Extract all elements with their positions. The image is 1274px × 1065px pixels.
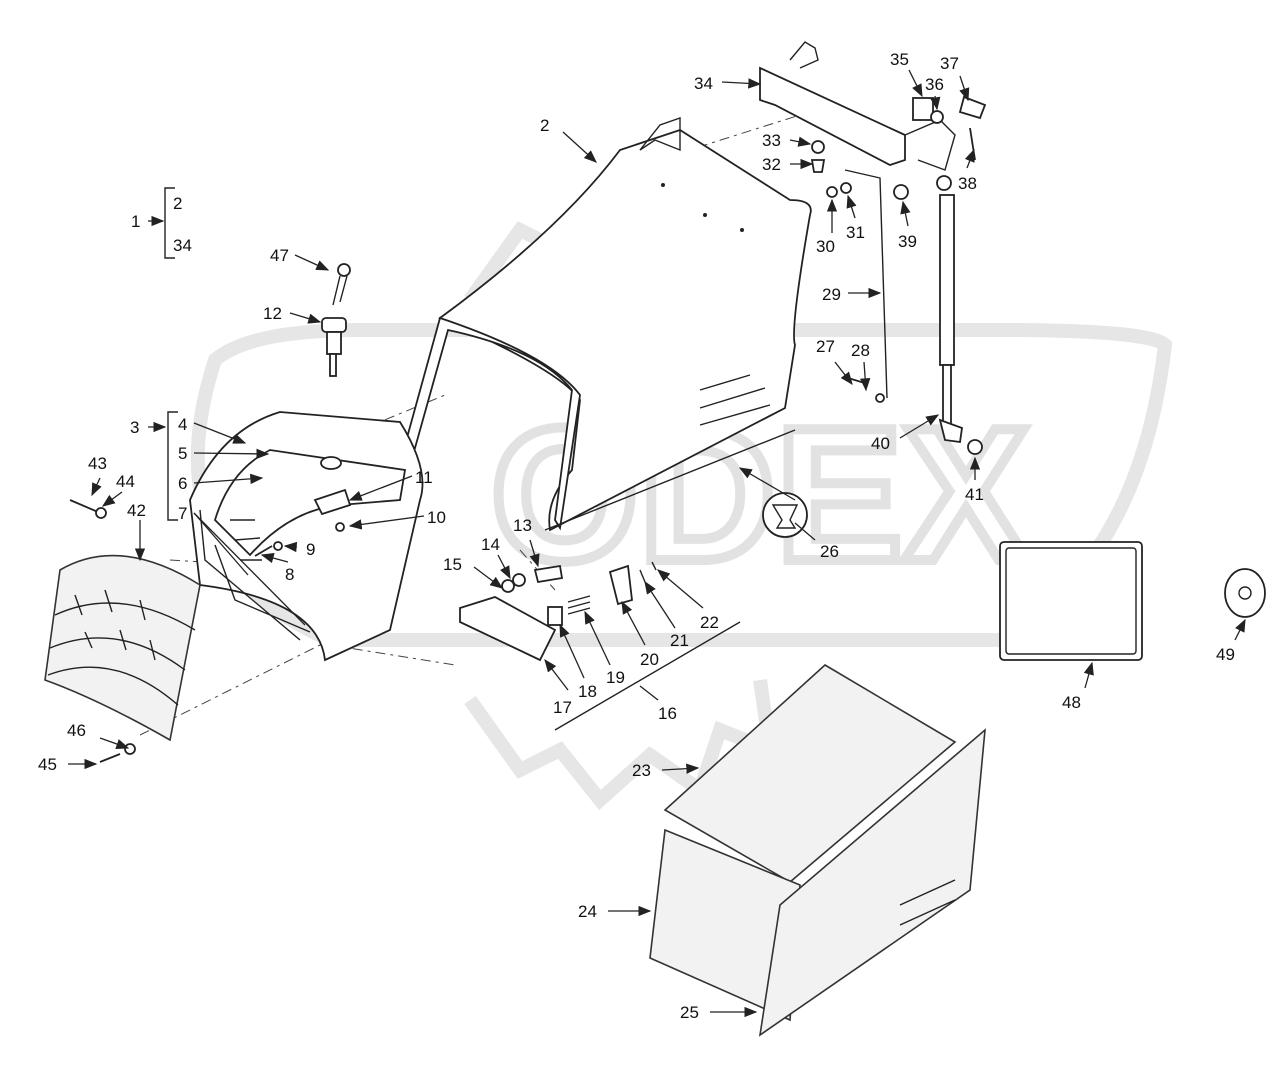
callout-42: 42 <box>127 501 146 520</box>
part-9-washer <box>273 541 283 551</box>
callout-11: 11 <box>415 468 433 487</box>
callout-3: 3 <box>130 418 139 437</box>
callout-45: 45 <box>38 755 57 774</box>
group-bracket-1 <box>164 187 175 259</box>
callout-38: 38 <box>958 174 977 193</box>
callout-49: 49 <box>1216 645 1235 664</box>
callout-25: 25 <box>680 1003 699 1022</box>
callout-32: 32 <box>762 155 781 174</box>
callout-18: 18 <box>578 682 597 701</box>
callout-34: 34 <box>694 74 713 93</box>
part-40-gas-strut <box>938 194 983 455</box>
part-24-side-panel <box>649 828 801 1022</box>
callout-8: 8 <box>285 565 294 584</box>
group1-item-34: 34 <box>173 236 192 255</box>
part-26-label <box>762 492 808 538</box>
callout-37: 37 <box>940 54 959 73</box>
part-10-washer <box>335 522 345 532</box>
callout-14: 14 <box>481 535 500 554</box>
callout-2: 2 <box>540 116 549 135</box>
callout-43: 43 <box>88 454 107 473</box>
hood-hardware <box>810 140 952 200</box>
callout-33: 33 <box>762 131 781 150</box>
callout-35: 35 <box>890 50 909 69</box>
part-25-side-panel <box>758 728 986 1037</box>
callout-1: 1 <box>131 212 140 231</box>
part-47-keys <box>332 263 351 306</box>
callout-7: 7 <box>178 504 187 523</box>
part-12-lock <box>321 317 347 377</box>
part-48-seal <box>999 541 1143 661</box>
part-42-grille <box>44 554 201 742</box>
part-36-nut <box>930 110 944 124</box>
group-bracket-3 <box>167 411 178 521</box>
part-41-nut <box>967 439 983 455</box>
callout-28: 28 <box>851 341 870 360</box>
callout-26: 26 <box>820 542 839 561</box>
callout-13: 13 <box>513 516 532 535</box>
callout-5: 5 <box>178 444 187 463</box>
callout-12: 12 <box>263 304 282 323</box>
callout-40: 40 <box>871 434 890 453</box>
callout-41: 41 <box>965 485 984 504</box>
part-2-upper-hood <box>403 117 812 532</box>
callout-47: 47 <box>270 246 289 265</box>
part-49-fastener <box>1224 568 1266 618</box>
callout-19: 19 <box>606 668 625 687</box>
callout-23: 23 <box>632 761 651 780</box>
callout-30: 30 <box>816 237 835 256</box>
callout-24: 24 <box>578 902 597 921</box>
callout-16: 16 <box>658 704 677 723</box>
part-37-clip <box>958 95 987 120</box>
callout-22: 22 <box>700 613 719 632</box>
part-8-screw <box>254 545 273 557</box>
leader-lines <box>68 69 1246 1018</box>
callout-31: 31 <box>846 223 865 242</box>
callout-21: 21 <box>670 631 689 650</box>
callout-29: 29 <box>822 285 841 304</box>
part-35-block <box>912 97 934 121</box>
callout-27: 27 <box>816 337 835 356</box>
callout-6: 6 <box>178 474 187 493</box>
part-3-front-hood <box>189 411 424 662</box>
callout-15: 15 <box>443 555 462 574</box>
callout-46: 46 <box>67 721 86 740</box>
callout-36: 36 <box>925 75 944 94</box>
group1-item-2: 2 <box>173 194 182 213</box>
callout-4: 4 <box>178 415 187 434</box>
callout-48: 48 <box>1062 693 1081 712</box>
callout-17: 17 <box>553 698 572 717</box>
part-16-latch-assembly <box>459 561 741 731</box>
callout-10: 10 <box>427 508 446 527</box>
callout-44: 44 <box>116 472 135 491</box>
callout-20: 20 <box>640 650 659 669</box>
callout-9: 9 <box>306 540 315 559</box>
callout-labels: 1 2 34 2 3 4 5 6 7 8 9 10 11 12 13 14 15… <box>38 50 1235 1022</box>
callout-39: 39 <box>898 232 917 251</box>
part-11-latch <box>313 488 352 516</box>
